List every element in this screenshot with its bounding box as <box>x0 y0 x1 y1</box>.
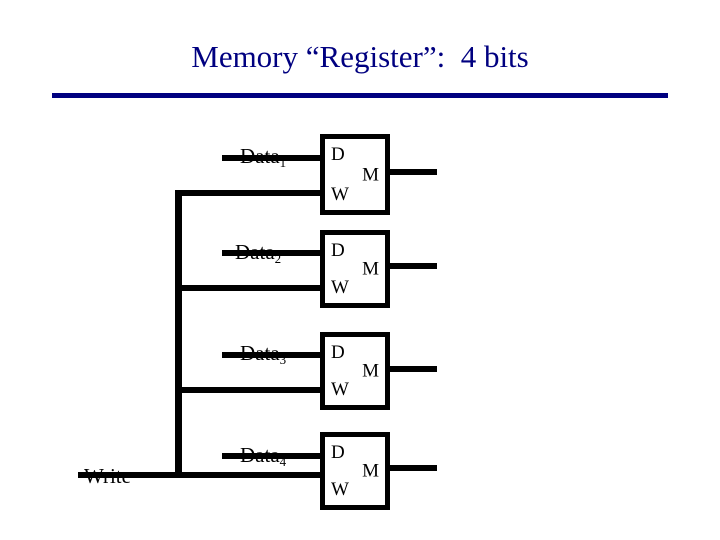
data-label-2-index: 2 <box>274 251 282 266</box>
latch-3-port-m: M <box>362 360 379 382</box>
latch-3-port-w: W <box>331 379 349 400</box>
title-underline-rule <box>52 93 668 98</box>
latch-cell-3: D M W <box>320 332 390 410</box>
write-bus-vertical <box>175 190 182 478</box>
latch-2-port-d: D <box>331 240 345 261</box>
memory-out-wire-4 <box>390 465 437 471</box>
data-wire-3 <box>222 352 322 358</box>
latch-1-port-w: W <box>331 184 349 205</box>
latch-1-port-m: M <box>362 164 379 185</box>
memory-out-wire-3 <box>390 366 437 372</box>
latch-2-port-m: M <box>362 258 379 280</box>
write-label: Write <box>84 464 131 488</box>
data-label-4-index: 4 <box>279 454 287 469</box>
latch-4-port-w: W <box>331 479 349 500</box>
latch-4-port-m: M <box>362 460 379 482</box>
latch-cell-4: D M W <box>320 432 390 510</box>
latch-cell-2: D M W <box>320 230 390 308</box>
write-branch-wire-1 <box>175 190 322 196</box>
write-branch-wire-2 <box>175 285 322 291</box>
memory-out-wire-2 <box>390 263 437 269</box>
latch-cell-1: D M W <box>320 134 390 215</box>
data-label-3-index: 3 <box>279 352 287 367</box>
data-label-1-index: 1 <box>279 155 287 170</box>
data-wire-2 <box>222 250 322 256</box>
page-title: Memory “Register”: 4 bits <box>191 39 529 74</box>
latch-1-port-d: D <box>331 144 345 165</box>
latch-2-port-w: W <box>331 277 349 298</box>
write-bus-horizontal <box>78 472 322 478</box>
latch-3-port-d: D <box>331 342 345 363</box>
data-wire-1 <box>222 155 322 161</box>
memory-out-wire-1 <box>390 169 437 175</box>
latch-4-port-d: D <box>331 442 345 463</box>
write-branch-wire-3 <box>175 387 322 393</box>
data-wire-4 <box>222 453 322 459</box>
